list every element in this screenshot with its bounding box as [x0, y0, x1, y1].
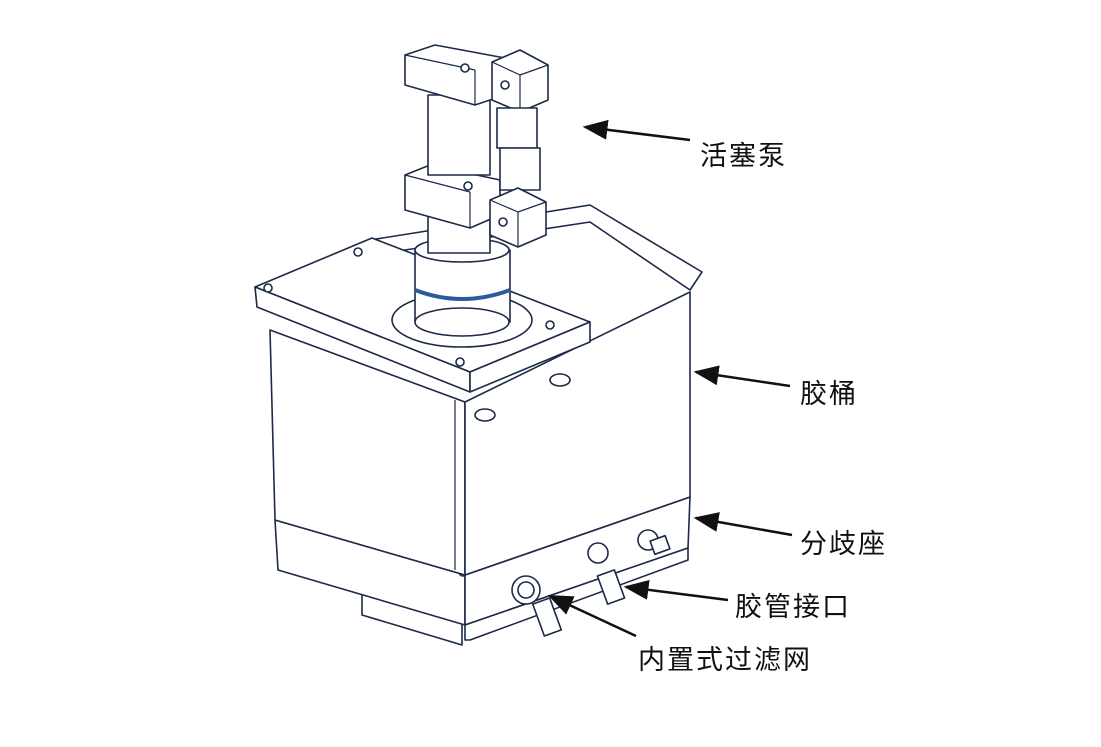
label-piston-pump: 活塞泵 [700, 141, 787, 172]
filter-fitting [511, 575, 563, 637]
arrow-filter [547, 594, 637, 638]
hose-connectors [587, 529, 671, 605]
arrow-piston-pump [582, 119, 691, 142]
label-glue-bucket: 胶桶 [800, 379, 858, 410]
valve-blocks [489, 49, 549, 248]
label-manifold: 分歧座 [800, 529, 887, 560]
arrow-glue-bucket [693, 365, 791, 388]
glue-bucket-body [269, 291, 691, 576]
label-hose-connector: 胶管接口 [735, 592, 851, 623]
label-built-in-filter: 内置式过滤网 [638, 645, 812, 676]
arrow-hose-connector [623, 579, 729, 602]
arrow-manifold [693, 512, 793, 537]
piston-pump [391, 44, 533, 348]
